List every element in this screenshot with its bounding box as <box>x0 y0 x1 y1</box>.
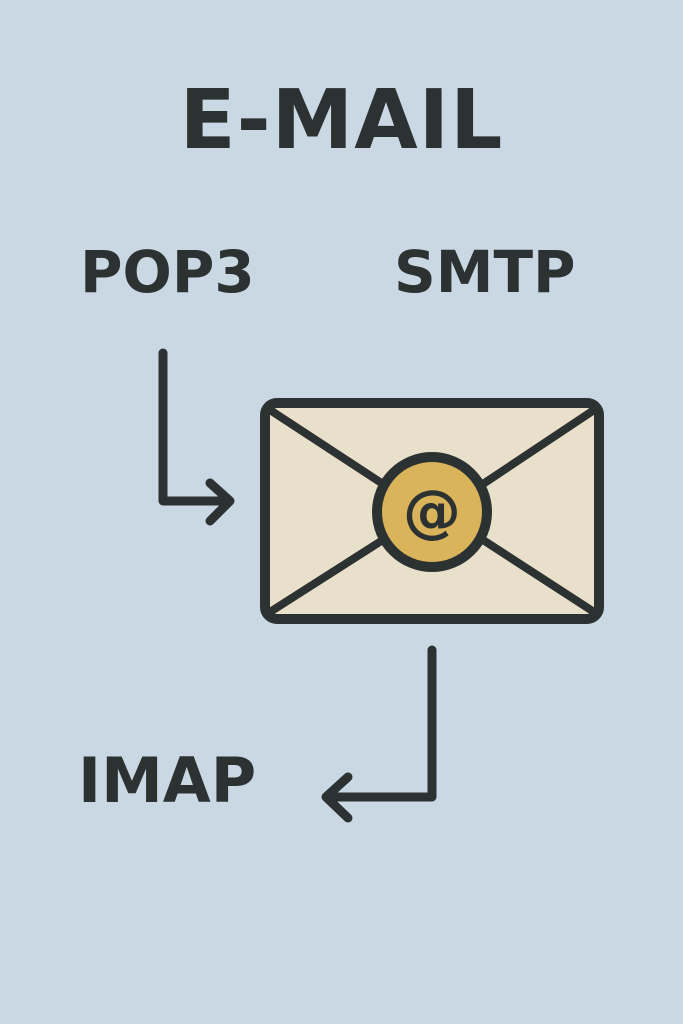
arrow-right-icon <box>158 348 235 526</box>
imap-label: IMAP <box>78 744 257 817</box>
smtp-label: SMTP <box>394 238 576 306</box>
arrow-left-icon <box>321 645 437 823</box>
pop3-label: POP3 <box>80 238 255 306</box>
at-sign-icon: @ <box>372 452 492 572</box>
diagram-title: E-MAIL <box>179 73 504 168</box>
at-symbol: @ <box>403 477 461 545</box>
